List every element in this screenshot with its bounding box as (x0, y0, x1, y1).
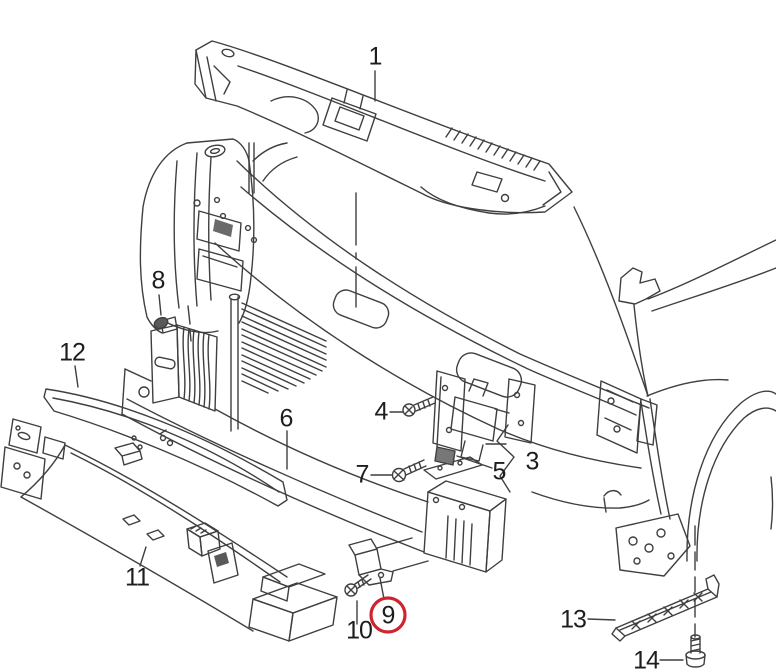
lock-bracket-assembly-part-3 (432, 370, 536, 466)
screw-part-7 (391, 459, 427, 483)
strut-tower (139, 138, 255, 334)
radiator (228, 293, 327, 432)
grommet-part-8 (153, 294, 192, 342)
screw-part-14 (659, 634, 706, 668)
leader-lines-center (286, 411, 515, 493)
leader-line-1 (355, 70, 376, 308)
body-outline (531, 206, 776, 638)
screw-part-4 (402, 396, 436, 417)
screw-part-10 (344, 574, 385, 625)
bracket-part-9 (348, 537, 429, 586)
upper-reinforcement-part-6 (121, 316, 507, 573)
bumper-carrier-part-11 (0, 418, 338, 642)
guide-bracket-part-13 (587, 574, 720, 642)
callout-12: 12 (59, 338, 86, 367)
callout-14: 14 (633, 646, 660, 672)
callout-8: 8 (151, 266, 166, 295)
callout-1: 1 (368, 42, 383, 71)
callout-9-highlighted: 9 (381, 601, 396, 630)
callout-13: 13 (560, 605, 587, 634)
leader-line-8 (158, 294, 162, 316)
trim-strip-part-12 (43, 365, 288, 507)
leader-line-11 (139, 546, 147, 567)
callout-5: 5 (492, 457, 507, 486)
leader-line-12 (74, 365, 79, 388)
callout-11: 11 (125, 563, 150, 592)
highlight-circle (369, 596, 407, 634)
callout-4: 4 (374, 397, 389, 426)
callout-6: 6 (279, 404, 294, 433)
lock-carrier-panel (213, 142, 658, 469)
leader-line-9 (379, 577, 385, 600)
callout-7: 7 (355, 460, 370, 489)
group-bracket-3 (496, 424, 515, 493)
leader-line-13 (587, 618, 616, 621)
callout-3: 3 (525, 447, 540, 476)
callout-10: 10 (346, 616, 373, 645)
cowl-panel-part-1 (194, 40, 573, 215)
